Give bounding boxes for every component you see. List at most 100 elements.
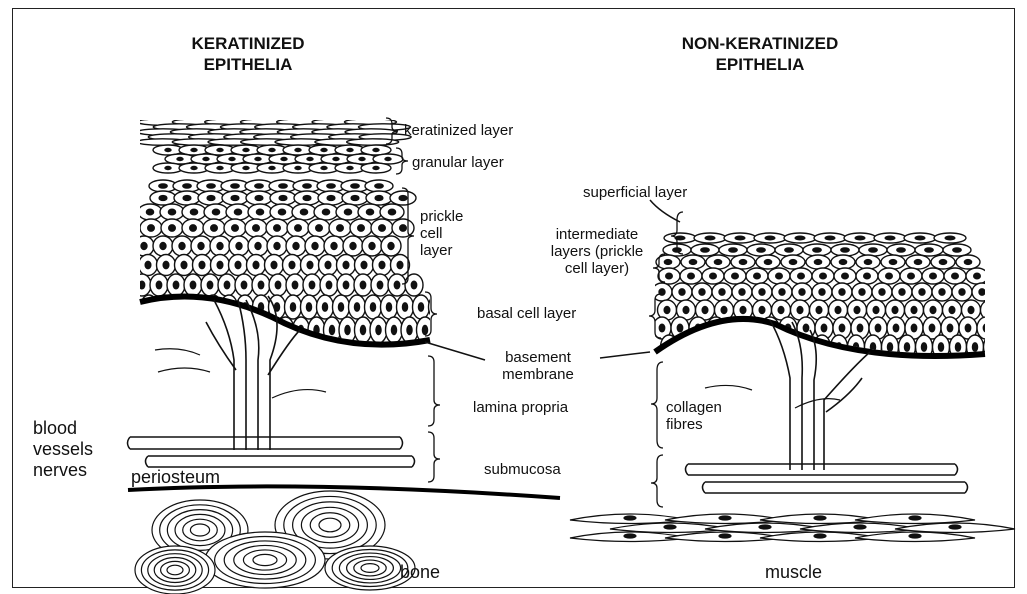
label-muscle: muscle bbox=[765, 562, 822, 583]
title-left-line-2: EPITHELIA bbox=[168, 54, 328, 75]
cell-nucleus bbox=[289, 261, 295, 268]
cell-nucleus bbox=[939, 260, 946, 265]
label-intermediate-line-3: cell layer) bbox=[530, 260, 664, 277]
cell-nucleus bbox=[889, 260, 896, 265]
cell-nucleus bbox=[983, 324, 988, 332]
cell-nucleus bbox=[699, 289, 705, 295]
cell-nucleus bbox=[839, 260, 846, 265]
label-prickle-line-1: prickle bbox=[420, 208, 463, 225]
cell-nucleus bbox=[972, 343, 977, 351]
cell-nucleus bbox=[255, 184, 263, 188]
cell-nucleus bbox=[825, 236, 835, 240]
cell-nucleus bbox=[835, 307, 841, 314]
label-bone: bone bbox=[400, 562, 440, 583]
cell-nucleus bbox=[376, 325, 381, 334]
cell-nucleus bbox=[194, 303, 199, 311]
cell-nucleus bbox=[139, 281, 144, 289]
osteon-ring bbox=[319, 518, 341, 532]
cell-nucleus bbox=[434, 303, 439, 311]
cell-nucleus bbox=[731, 324, 736, 332]
cell-nucleus bbox=[710, 273, 717, 279]
label-collagen-fibres: collagen fibres bbox=[666, 399, 722, 433]
cell-nucleus bbox=[183, 196, 191, 201]
label-prickle-line-3: layer bbox=[420, 242, 463, 259]
granular-nucleus bbox=[359, 158, 365, 161]
cell-nucleus bbox=[402, 303, 407, 311]
cell-nucleus bbox=[821, 324, 826, 332]
cell-nucleus bbox=[757, 248, 765, 252]
cell-nucleus bbox=[322, 303, 327, 311]
cell-nucleus bbox=[886, 273, 893, 279]
cell-nucleus bbox=[234, 209, 241, 215]
cell-nucleus bbox=[179, 243, 185, 250]
cell-nucleus bbox=[857, 324, 862, 332]
cell-nucleus bbox=[350, 243, 356, 250]
cell-nucleus bbox=[236, 243, 242, 250]
cell-nucleus bbox=[664, 307, 670, 314]
cell-nucleus bbox=[361, 261, 367, 268]
cell-nucleus bbox=[207, 196, 215, 201]
cell-nucleus bbox=[798, 273, 805, 279]
cell-nucleus bbox=[163, 261, 169, 268]
epithelial-cell bbox=[138, 317, 155, 343]
cell-nucleus bbox=[369, 243, 375, 250]
muscle-fibers bbox=[570, 514, 1015, 542]
cell-nucleus bbox=[751, 343, 756, 351]
granular-nucleus bbox=[385, 158, 391, 161]
granular-nucleus bbox=[217, 167, 223, 170]
cell-nucleus bbox=[379, 261, 385, 268]
cell-nucleus bbox=[190, 281, 195, 289]
cell-nucleus bbox=[293, 243, 299, 250]
cell-nucleus bbox=[688, 273, 695, 279]
cell-nucleus bbox=[859, 289, 865, 295]
cell-nucleus bbox=[952, 273, 959, 279]
muscle-nucleus bbox=[909, 534, 921, 538]
granular-nucleus bbox=[281, 158, 287, 161]
label-blood-line-2: vessels bbox=[33, 439, 93, 460]
cell-nucleus bbox=[875, 324, 880, 332]
cell-nucleus bbox=[241, 281, 246, 289]
cell-nucleus bbox=[343, 261, 349, 268]
cell-nucleus bbox=[930, 273, 937, 279]
cell-nucleus bbox=[789, 260, 796, 265]
cell-nucleus bbox=[388, 243, 394, 250]
cell-nucleus bbox=[949, 307, 955, 314]
granular-nucleus bbox=[165, 149, 171, 152]
osteon-ring bbox=[361, 564, 379, 573]
muscle-nucleus bbox=[719, 534, 731, 538]
muscle-nucleus bbox=[624, 516, 636, 520]
cell-nucleus bbox=[207, 281, 212, 289]
cell-nucleus bbox=[768, 343, 773, 351]
cell-nucleus bbox=[965, 324, 970, 332]
muscle-nucleus bbox=[909, 516, 921, 520]
cell-nucleus bbox=[947, 324, 952, 332]
muscle-nucleus bbox=[624, 534, 636, 538]
cell-nucleus bbox=[190, 209, 197, 215]
cell-nucleus bbox=[893, 324, 898, 332]
label-intermediate-layers: intermediate layers (prickle cell layer) bbox=[530, 226, 664, 277]
cell-nucleus bbox=[683, 343, 688, 351]
cell-nucleus bbox=[174, 325, 179, 334]
granular-nucleus bbox=[269, 149, 275, 152]
cell-nucleus bbox=[714, 260, 721, 265]
cell-nucleus bbox=[914, 260, 921, 265]
bone-osteons bbox=[135, 491, 415, 594]
granular-nucleus bbox=[203, 158, 209, 161]
cell-nucleus bbox=[397, 261, 403, 268]
cell-nucleus bbox=[190, 325, 195, 334]
cell-nucleus bbox=[292, 281, 297, 289]
cell-nucleus bbox=[278, 209, 285, 215]
cell-nucleus bbox=[945, 236, 955, 240]
label-submucosa: submucosa bbox=[484, 461, 561, 478]
cell-nucleus bbox=[207, 184, 215, 188]
cell-nucleus bbox=[873, 307, 879, 314]
epithelial-cell bbox=[169, 317, 186, 343]
cell-nucleus bbox=[159, 184, 167, 188]
cell-nucleus bbox=[360, 281, 365, 289]
title-right-line-2: EPITHELIA bbox=[660, 54, 860, 75]
cell-nucleus bbox=[779, 289, 785, 295]
cell-nucleus bbox=[354, 303, 359, 311]
cell-nucleus bbox=[199, 261, 205, 268]
cell-nucleus bbox=[327, 196, 335, 201]
cell-nucleus bbox=[785, 248, 793, 252]
